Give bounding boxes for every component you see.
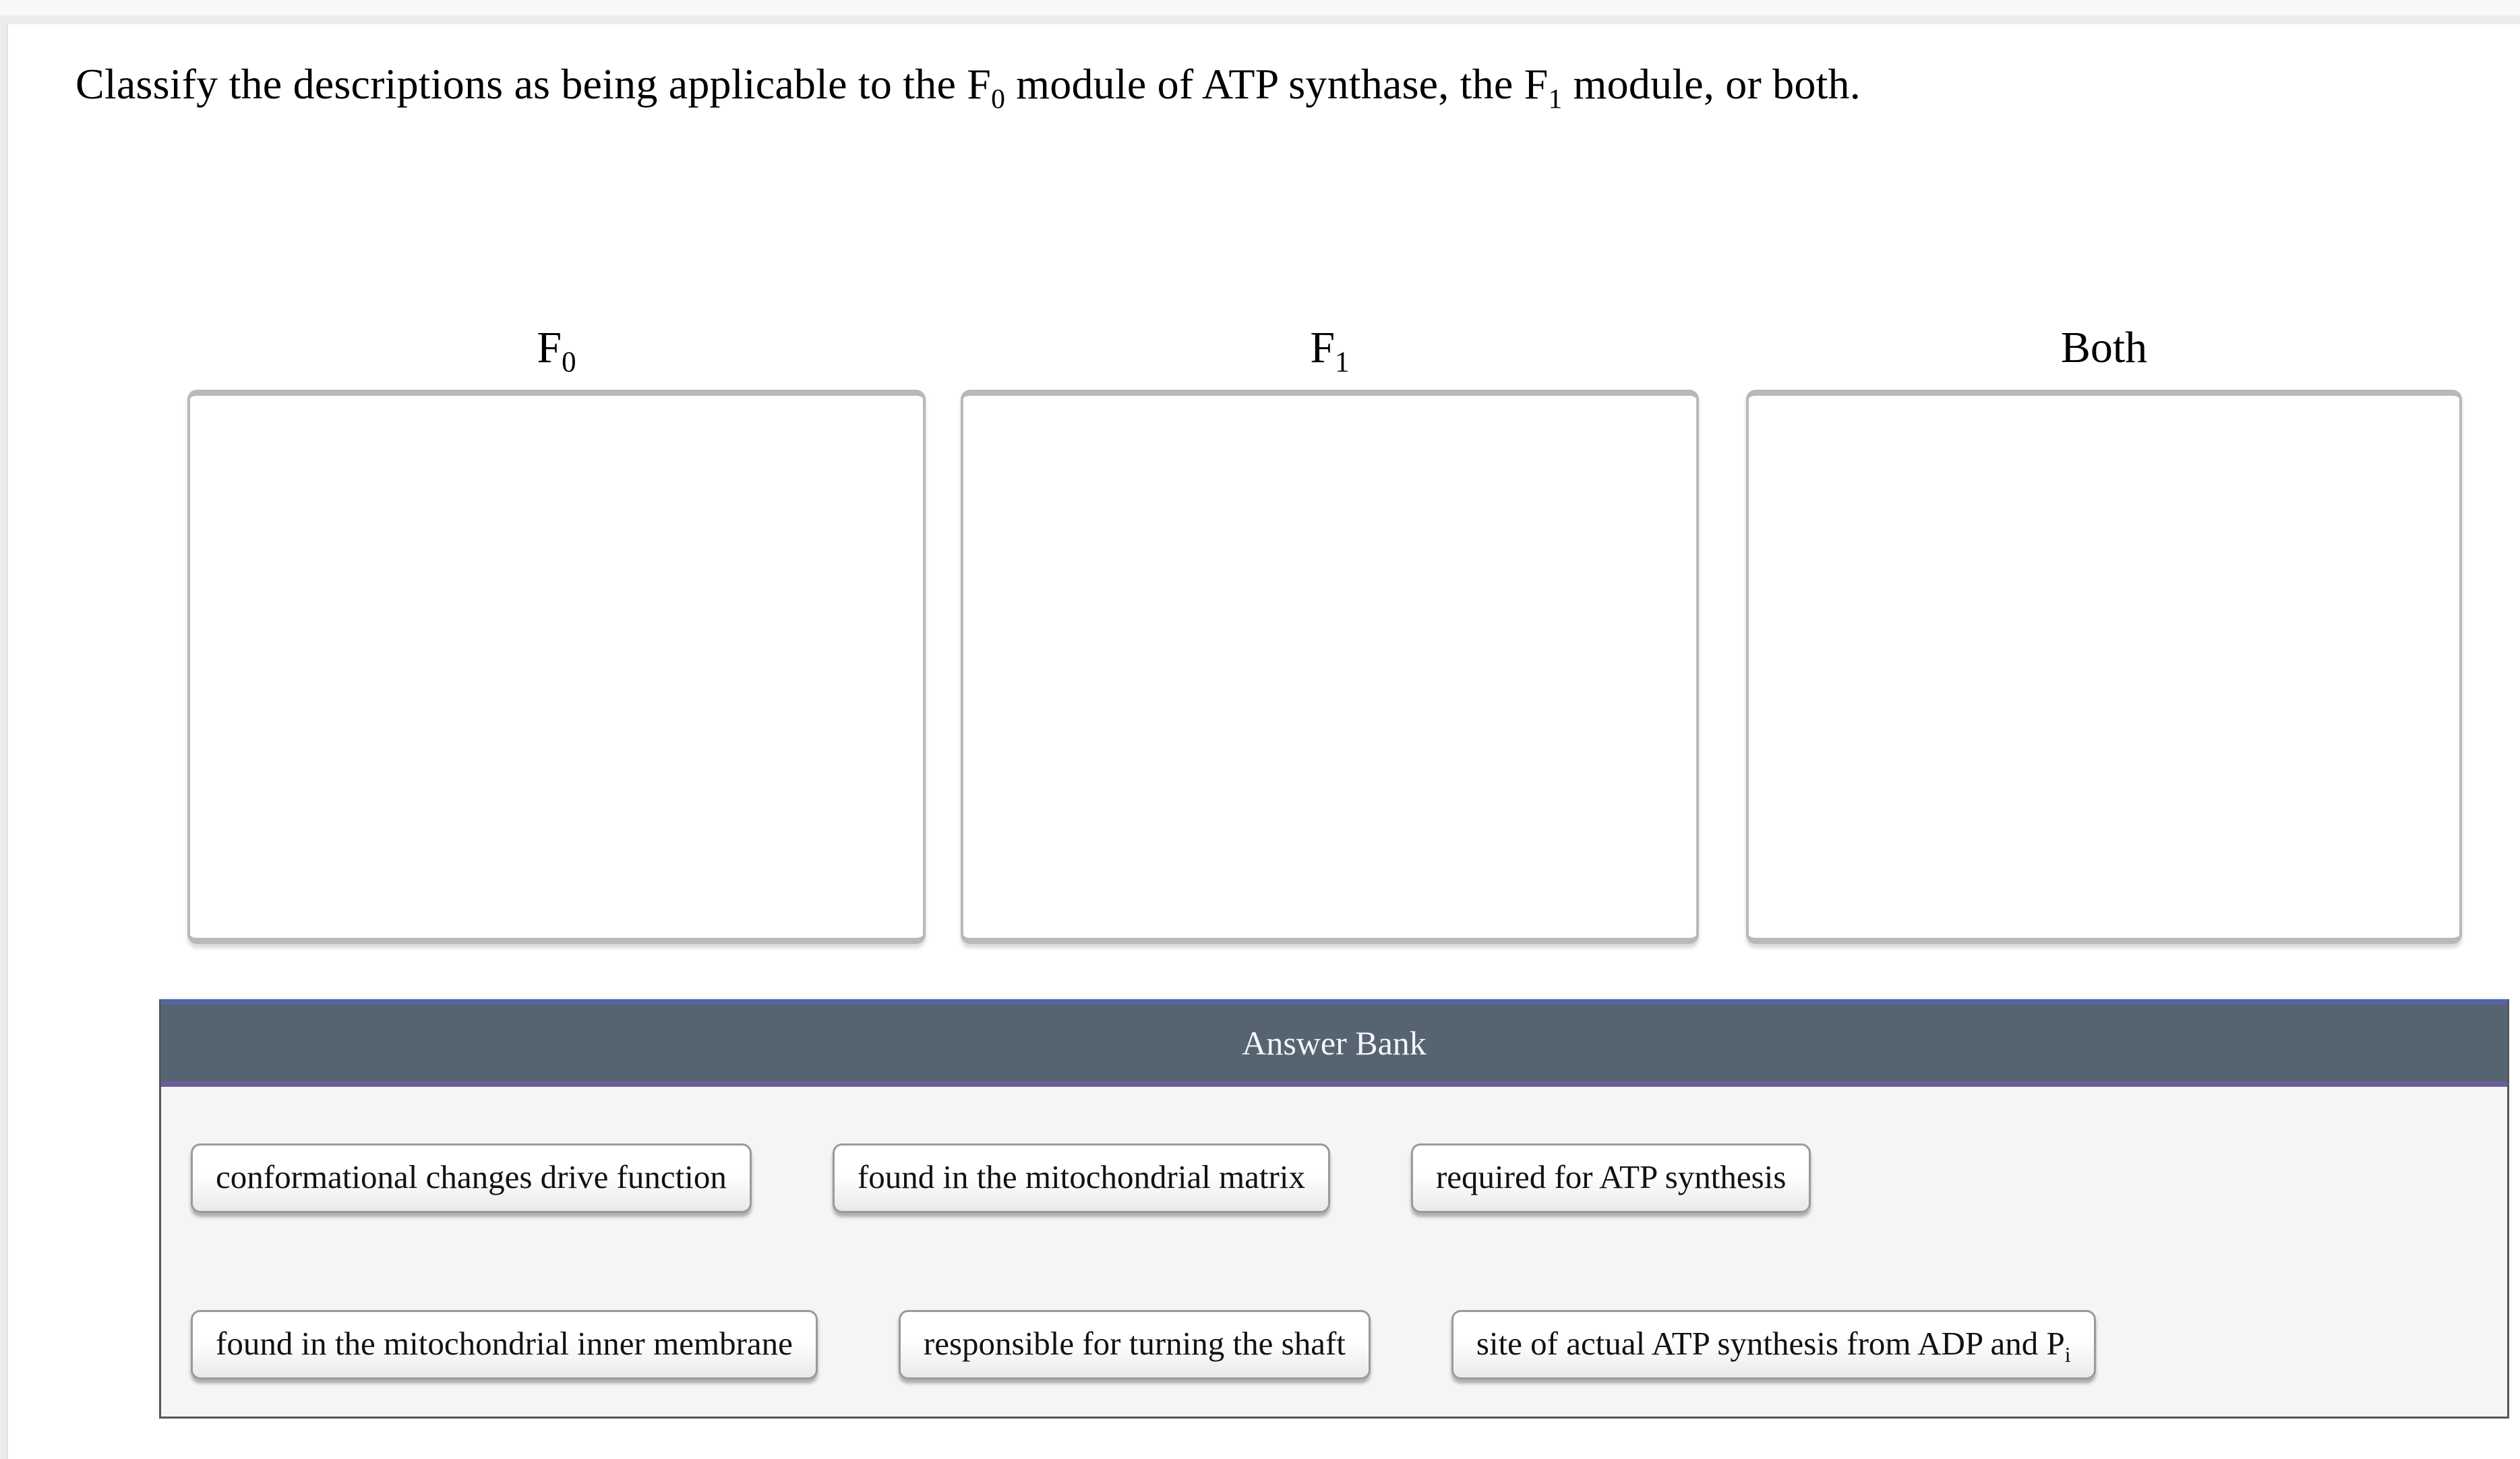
left-strip <box>0 24 8 1459</box>
answer-bank-header: Answer Bank <box>161 999 2507 1087</box>
answer-bank-title: Answer Bank <box>1242 1024 1427 1062</box>
answer-bank-body: conformational changes drive function fou… <box>161 1087 2507 1379</box>
answer-chip[interactable]: required for ATP synthesis <box>1410 1143 1811 1213</box>
drop-bin-f0[interactable] <box>187 390 926 944</box>
answer-bank-row: found in the mitochondrial inner membran… <box>191 1310 2507 1379</box>
drop-bin-f1[interactable] <box>961 390 1699 944</box>
answer-bank-row: conformational changes drive function fou… <box>191 1143 2507 1213</box>
answer-chip[interactable]: found in the mitochondrial matrix <box>832 1143 1330 1213</box>
bin-label-f1: F1 <box>1310 323 1350 379</box>
question-text: Classify the descriptions as being appli… <box>76 60 1861 114</box>
bin-label-f0: F0 <box>537 323 576 379</box>
answer-bank: Answer Bank conformational changes drive… <box>159 999 2509 1419</box>
bin-label-both: Both <box>2060 323 2148 372</box>
answer-chip[interactable]: site of actual ATP synthesis from ADP an… <box>1451 1310 2096 1379</box>
top-band <box>0 16 2520 24</box>
answer-chip[interactable]: conformational changes drive function <box>191 1143 752 1213</box>
top-strip <box>0 0 2520 16</box>
drop-bin-both[interactable] <box>1746 390 2462 944</box>
answer-chip[interactable]: responsible for turning the shaft <box>898 1310 1371 1379</box>
answer-chip[interactable]: found in the mitochondrial inner membran… <box>191 1310 818 1379</box>
